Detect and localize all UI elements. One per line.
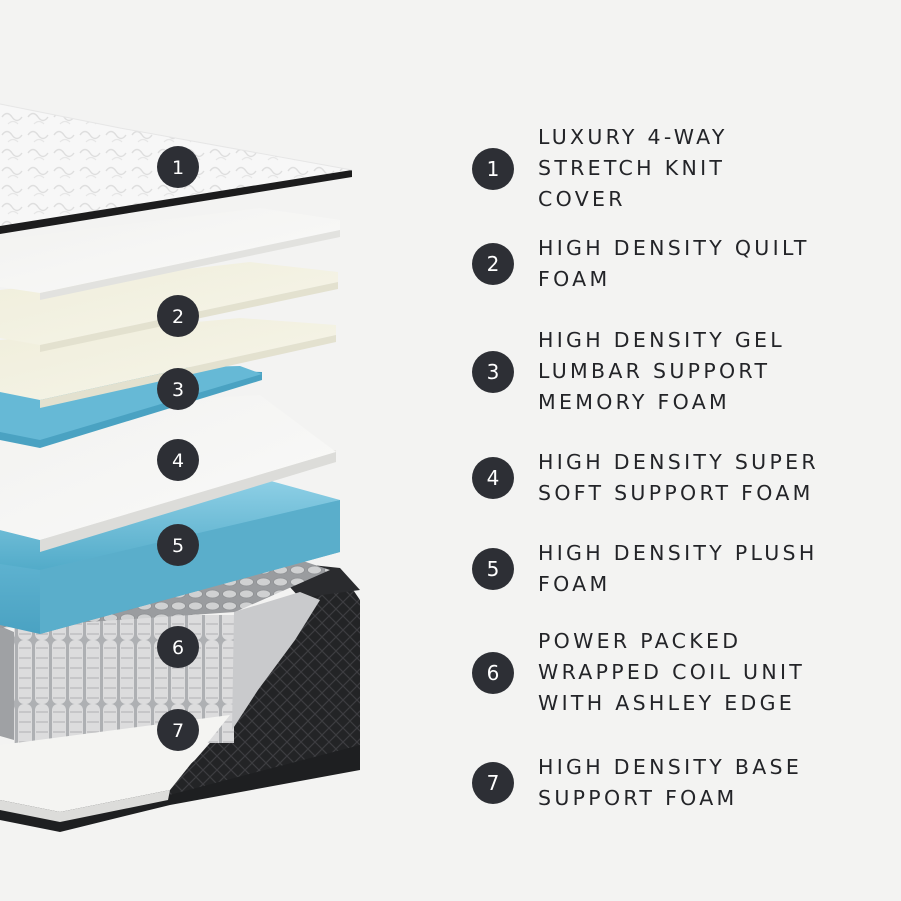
coil-cut-edge xyxy=(232,592,320,730)
marker-7: 7 xyxy=(157,709,199,751)
marker-7-number: 7 xyxy=(172,720,184,742)
marker-4-number: 4 xyxy=(172,450,184,472)
legend-item-1: 1 LUXURY 4-WAY STRETCH KNIT COVER xyxy=(472,122,728,215)
marker-6-number: 6 xyxy=(172,637,184,659)
legend-label-3: HIGH DENSITY GEL LUMBAR SUPPORT MEMORY F… xyxy=(538,328,786,414)
legend-item-4: 4 HIGH DENSITY SUPER SOFT SUPPORT FOAM xyxy=(472,447,819,509)
legend-badge-1: 1 xyxy=(472,147,514,190)
marker-3-number: 3 xyxy=(172,379,184,401)
legend-item-2: 2 HIGH DENSITY QUILT FOAM xyxy=(472,233,810,295)
legend-item-6: 6 POWER PACKED WRAPPED COIL UNIT WITH AS… xyxy=(472,626,805,719)
legend-badge-7: 7 xyxy=(472,762,514,804)
marker-1: 1 xyxy=(157,146,199,188)
marker-1-number: 1 xyxy=(172,157,184,179)
legend-item-3: 3 HIGH DENSITY GEL LUMBAR SUPPORT MEMORY… xyxy=(472,325,785,418)
coil-unit-front xyxy=(0,626,14,740)
legend-label-2: HIGH DENSITY QUILT FOAM xyxy=(538,236,810,291)
legend-item-7: 7 HIGH DENSITY BASE SUPPORT FOAM xyxy=(472,752,802,814)
legend-badge-6: 6 xyxy=(472,651,514,694)
legend-label-4: HIGH DENSITY SUPER SOFT SUPPORT FOAM xyxy=(538,450,819,505)
marker-4: 4 xyxy=(157,439,199,481)
marker-6: 6 xyxy=(157,626,199,668)
base-foam-edge xyxy=(0,790,170,822)
legend-badge-5: 5 xyxy=(472,548,514,590)
legend-badge-4: 4 xyxy=(472,457,514,499)
marker-2: 2 xyxy=(157,295,199,337)
legend-label-6: POWER PACKED WRAPPED COIL UNIT WITH ASHL… xyxy=(538,629,806,715)
marker-2-number: 2 xyxy=(172,306,184,328)
legend-badge-2: 2 xyxy=(472,243,514,285)
legend-label-7: HIGH DENSITY BASE SUPPORT FOAM xyxy=(538,755,803,810)
marker-5-number: 5 xyxy=(172,535,184,557)
legend-label-1: LUXURY 4-WAY STRETCH KNIT COVER xyxy=(538,125,728,211)
legend-badge-3: 3 xyxy=(472,350,514,393)
legend-item-5: 5 HIGH DENSITY PLUSH FOAM xyxy=(472,538,818,600)
marker-3: 3 xyxy=(157,368,199,410)
quilt-foam-layer-a xyxy=(0,208,340,300)
legend-label-5: HIGH DENSITY PLUSH FOAM xyxy=(538,541,818,596)
marker-5: 5 xyxy=(157,524,199,566)
